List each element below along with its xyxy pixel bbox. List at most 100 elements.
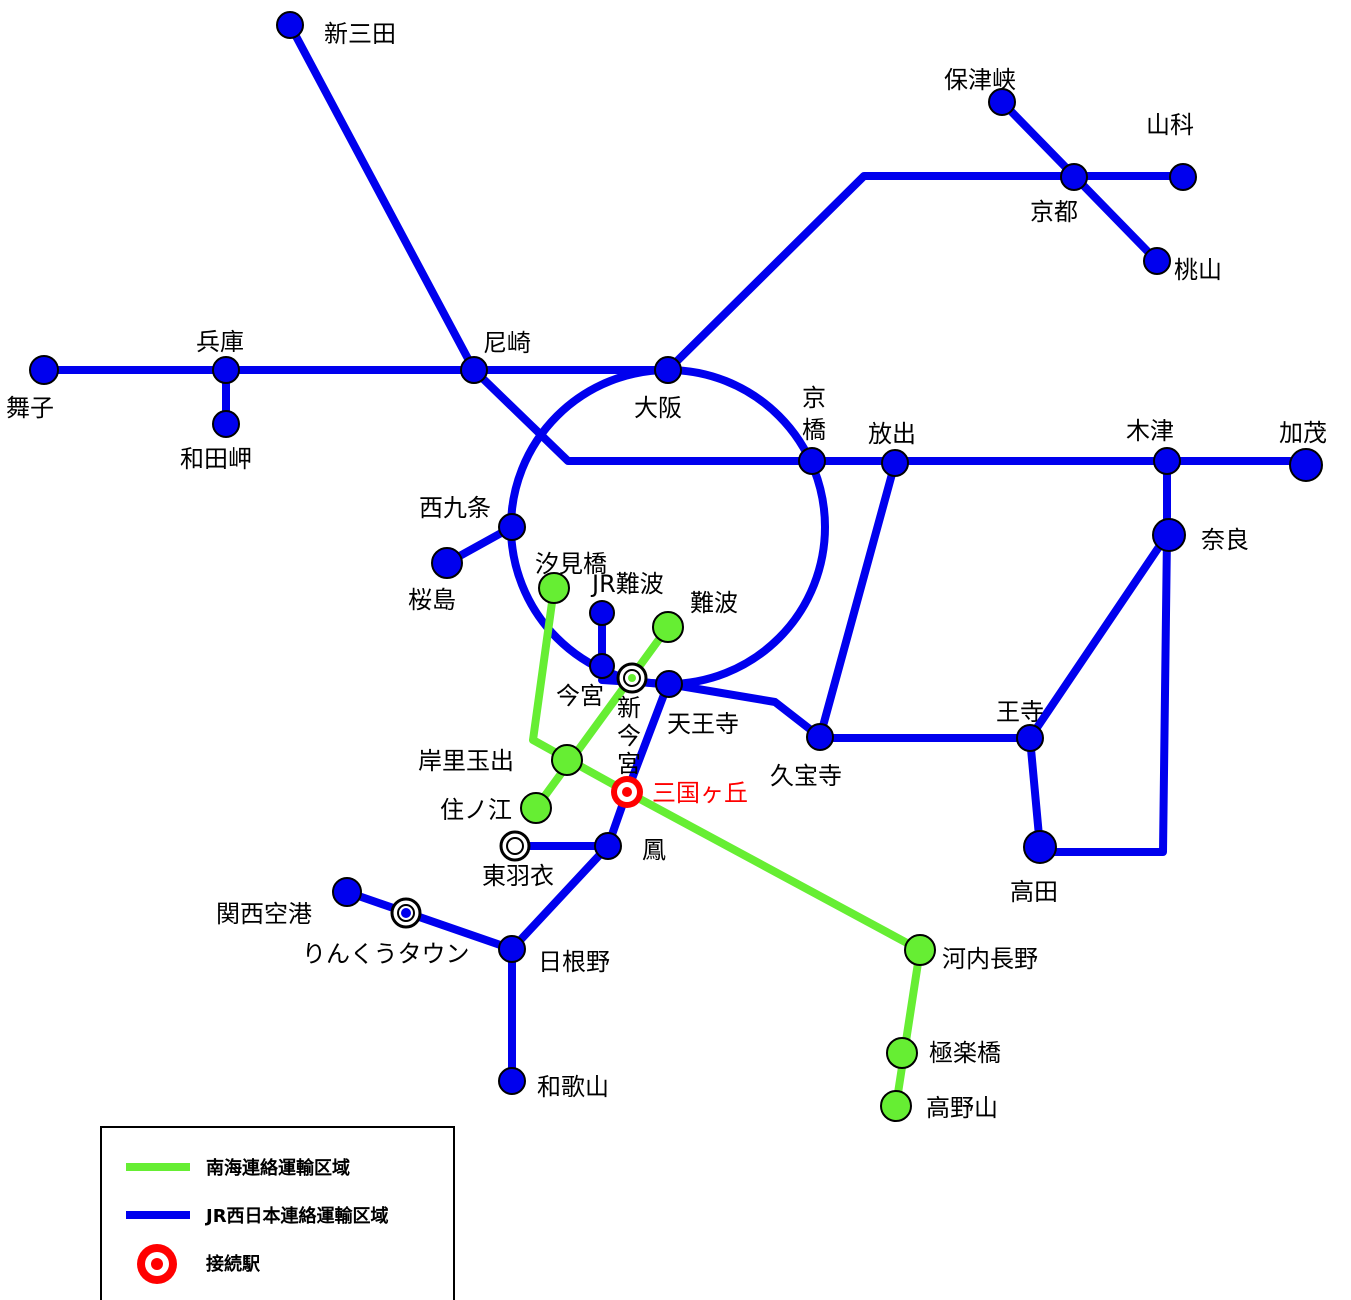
label-hozukyo: 保津峡	[944, 66, 1016, 94]
station-wadamisaki[interactable]	[212, 410, 240, 438]
label-kyobashi: 京 橋	[802, 384, 834, 444]
label-kyoto: 京都	[1030, 198, 1078, 226]
label-sakurajima: 桜島	[408, 586, 456, 614]
station-kudaraji[interactable]	[806, 723, 834, 751]
label-hanaten: 放出	[868, 420, 916, 448]
station-kansai-airport[interactable]	[332, 877, 362, 907]
legend: 南海連絡運輸区域 JR西日本連絡運輸区域 接続駅	[100, 1126, 455, 1300]
line-shinsanda-amagasaki	[286, 21, 478, 374]
jr-stations	[29, 11, 1323, 1095]
station-gokurakubashi[interactable]	[886, 1037, 918, 1069]
line-namba-suminoe	[532, 623, 672, 812]
station-hanaten[interactable]	[881, 449, 909, 477]
station-namba[interactable]	[652, 611, 684, 643]
label-shin-imamiya-3: 宮	[617, 750, 641, 778]
station-osaka[interactable]	[654, 356, 682, 384]
label-wakayama: 和歌山	[537, 1073, 609, 1101]
station-tennoji[interactable]	[655, 670, 683, 698]
station-labels: 新三田 保津峡 山科 京都 桃山 兵庫 尼崎 舞子 和田岬 大阪 京 橋 放出 …	[6, 20, 1327, 1122]
station-momoyama[interactable]	[1143, 247, 1171, 275]
label-jr-namba: JR難波	[590, 570, 664, 598]
station-amagasaki[interactable]	[460, 356, 488, 384]
line-kawachinagano-koyasan	[892, 946, 924, 1110]
station-kishinosato-tamade[interactable]	[551, 744, 583, 776]
station-kyobashi[interactable]	[798, 447, 826, 475]
label-rinku-town: りんくうタウン	[302, 940, 470, 968]
station-hyogo[interactable]	[212, 356, 240, 384]
legend-connection-icon	[137, 1244, 177, 1284]
station-shinsanda[interactable]	[276, 11, 304, 39]
label-shiomibashi: 汐見橋	[535, 550, 607, 578]
station-oji[interactable]	[1016, 724, 1044, 752]
label-oji: 王寺	[996, 698, 1044, 726]
station-mikunigaoka[interactable]	[611, 776, 643, 808]
nankai-stations	[520, 572, 936, 1122]
label-shin-imamiya: 新 今 宮	[617, 694, 649, 778]
label-otori: 鳳	[642, 836, 666, 864]
station-otori[interactable]	[594, 832, 622, 860]
station-hozukyo[interactable]	[988, 88, 1016, 116]
line-oji-takada	[1026, 734, 1044, 851]
station-nishikujo[interactable]	[498, 513, 526, 541]
line-amagasaki-kyobashi	[470, 366, 816, 465]
station-shin-imamiya[interactable]	[616, 662, 648, 694]
line-shiomibashi-kawachinagano	[529, 584, 924, 954]
legend-connection-label: 接続駅	[206, 1253, 261, 1275]
station-jr-namba[interactable]	[589, 600, 615, 626]
station-takada[interactable]	[1023, 830, 1057, 864]
station-nara[interactable]	[1152, 518, 1186, 552]
label-nara: 奈良	[1201, 526, 1249, 554]
label-kizu: 木津	[1126, 417, 1174, 445]
label-hineno: 日根野	[538, 948, 610, 976]
label-shin-imamiya-1: 新	[617, 694, 641, 722]
label-osaka: 大阪	[634, 394, 682, 422]
label-suminoe: 住ノ江	[440, 796, 512, 824]
label-kyobashi-2: 橋	[802, 416, 826, 444]
label-shinsanda: 新三田	[324, 20, 396, 48]
label-kishinosato-tamade: 岸里玉出	[418, 747, 514, 775]
label-amagasaki: 尼崎	[483, 329, 531, 357]
label-kamo: 加茂	[1279, 419, 1327, 447]
station-kawachinagano[interactable]	[904, 934, 936, 966]
station-suminoe[interactable]	[520, 792, 552, 824]
station-imamiya[interactable]	[589, 653, 615, 679]
station-rinku-town[interactable]	[390, 897, 422, 929]
label-nishikujo: 西九条	[419, 494, 491, 522]
station-higashi-hagoromo[interactable]	[499, 830, 531, 862]
line-tennoji-kudaraji	[664, 680, 824, 741]
line-tennoji-hineno	[508, 680, 672, 953]
label-kyobashi-1: 京	[802, 384, 826, 412]
label-tennoji: 天王寺	[667, 710, 739, 738]
label-wadamisaki: 和田岬	[180, 445, 252, 473]
label-maiko: 舞子	[6, 394, 54, 422]
station-wakayama[interactable]	[498, 1067, 526, 1095]
legend-jr-label: JR西日本連絡運輸区域	[204, 1205, 389, 1227]
label-higashi-hagoromo: 東羽衣	[482, 862, 554, 890]
label-yamashina: 山科	[1146, 111, 1194, 139]
label-shin-imamiya-2: 今	[617, 722, 641, 750]
label-koyasan: 高野山	[926, 1094, 998, 1122]
station-maiko[interactable]	[29, 355, 59, 385]
label-kudaraji: 久宝寺	[770, 762, 842, 790]
station-kyoto[interactable]	[1060, 163, 1088, 191]
label-imamiya: 今宮	[556, 682, 604, 710]
line-nara-oji	[1026, 531, 1171, 742]
label-hyogo: 兵庫	[196, 328, 244, 356]
label-kawachinagano: 河内長野	[942, 945, 1038, 973]
station-shiomibashi[interactable]	[538, 572, 570, 604]
legend-nankai-label: 南海連絡運輸区域	[206, 1157, 350, 1179]
line-airport-hineno	[343, 888, 516, 953]
label-mikunigaoka: 三国ヶ丘	[652, 779, 748, 807]
station-kizu[interactable]	[1153, 447, 1181, 475]
label-gokurakubashi: 極楽橋	[929, 1039, 1001, 1067]
station-koyasan[interactable]	[880, 1090, 912, 1122]
station-kamo[interactable]	[1289, 448, 1323, 482]
label-momoyama: 桃山	[1174, 256, 1222, 284]
station-yamashina[interactable]	[1169, 163, 1197, 191]
line-takada-nara	[1036, 531, 1171, 856]
label-namba: 難波	[690, 589, 738, 617]
station-sakurajima[interactable]	[431, 547, 463, 579]
line-hanaten-kudaraji	[816, 459, 899, 741]
station-hineno[interactable]	[498, 935, 526, 963]
